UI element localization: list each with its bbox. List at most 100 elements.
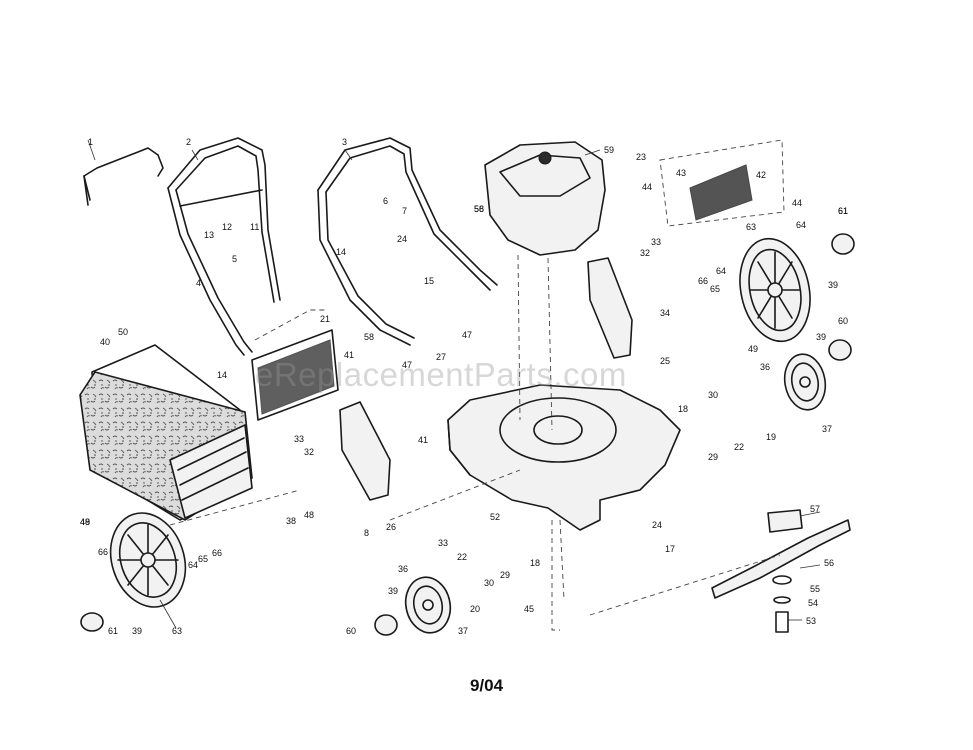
- callout-5: 5: [232, 254, 237, 264]
- rear-flap: [251, 329, 339, 421]
- blade-assembly: [711, 509, 851, 633]
- callout-17: 17: [665, 544, 675, 554]
- callout-64b: 64: [188, 560, 198, 570]
- control-bail: [83, 139, 164, 206]
- callout-27: 27: [436, 352, 446, 362]
- callout-18b: 18: [530, 558, 540, 568]
- callout-33b: 33: [294, 434, 304, 444]
- callout-63a: 63: [746, 222, 756, 232]
- callout-30b: 30: [484, 578, 494, 588]
- height-adjuster-rear: [339, 257, 633, 501]
- callout-32b: 32: [304, 447, 314, 457]
- callout-21: 21: [320, 314, 330, 324]
- callout-8: 8: [364, 528, 369, 538]
- date-code: 9/04: [469, 676, 504, 695]
- callout-66c: 66: [98, 547, 108, 557]
- callout-38: 38: [286, 516, 296, 526]
- callout-37a: 37: [822, 424, 832, 434]
- callout-49a: 49: [748, 344, 758, 354]
- upper-handle: [167, 137, 281, 356]
- callout-29a: 29: [708, 452, 718, 462]
- callout-24b: 24: [652, 520, 662, 530]
- callout-34: 34: [660, 308, 670, 318]
- callout-52: 52: [490, 512, 500, 522]
- callout-23: 23: [636, 152, 646, 162]
- callout-15: 15: [424, 276, 434, 286]
- callout-39c: 39: [132, 626, 142, 636]
- callout-39a: 39: [828, 280, 838, 290]
- callout-13: 13: [204, 230, 214, 240]
- callout-55: 55: [810, 584, 820, 594]
- callout-18a: 18: [678, 404, 688, 414]
- callout-30a: 30: [708, 390, 718, 400]
- callout-19: 19: [766, 432, 776, 442]
- front-right-wheel: [783, 339, 852, 411]
- callout-47b: 47: [402, 360, 412, 370]
- callout-48b: 48: [80, 517, 90, 527]
- callout-11: 11: [250, 222, 259, 232]
- callout-44a: 44: [642, 182, 652, 192]
- callout-33c: 33: [438, 538, 448, 548]
- callout-22b: 22: [457, 552, 467, 562]
- callout-58a: 58: [364, 332, 374, 342]
- mower-deck: [447, 384, 681, 531]
- callout-33a: 33: [651, 237, 661, 247]
- callout-60a: 60: [838, 316, 848, 326]
- callout-6: 6: [383, 196, 388, 206]
- callout-43: 43: [676, 168, 686, 178]
- callouts: 1 2 3 4 5 6 7 8 11 12 13 14 14 15 17 18 …: [80, 137, 848, 636]
- grass-bag: [79, 344, 253, 521]
- callout-61c: 61: [838, 206, 848, 216]
- callout-57: 57: [810, 504, 820, 514]
- callout-59: 59: [604, 145, 614, 155]
- callout-56b: 56: [474, 204, 484, 214]
- callout-64c: 64: [796, 220, 806, 230]
- callout-41b: 41: [418, 435, 428, 445]
- callout-53: 53: [806, 616, 816, 626]
- callout-63b: 63: [172, 626, 182, 636]
- callout-39d: 39: [388, 586, 398, 596]
- callout-50: 50: [118, 327, 128, 337]
- callout-41a: 41: [344, 350, 354, 360]
- callout-1: 1: [88, 137, 93, 147]
- callout-24a: 24: [397, 234, 407, 244]
- callout-4: 4: [196, 278, 201, 288]
- rear-right-wheel: [739, 233, 855, 343]
- callout-61a: 61: [838, 206, 848, 216]
- callout-20: 20: [470, 604, 480, 614]
- front-left-wheel: [374, 576, 452, 636]
- air-filter: [659, 139, 785, 227]
- callout-40: 40: [100, 337, 110, 347]
- callout-66b: 66: [212, 548, 222, 558]
- callout-66a: 66: [698, 276, 708, 286]
- callout-49b: 49: [80, 517, 90, 527]
- callout-65a: 65: [710, 284, 720, 294]
- reference-lines: [169, 254, 781, 631]
- callout-37b: 37: [458, 626, 468, 636]
- callout-54: 54: [808, 598, 818, 608]
- callout-61b: 61: [108, 626, 118, 636]
- callout-36a: 36: [760, 362, 770, 372]
- callout-36b: 36: [398, 564, 408, 574]
- callout-3: 3: [342, 137, 347, 147]
- callout-26: 26: [386, 522, 396, 532]
- callout-32a: 32: [640, 248, 650, 258]
- callout-2: 2: [186, 137, 191, 147]
- callout-42: 42: [756, 170, 766, 180]
- callout-44b: 44: [792, 198, 802, 208]
- callout-25: 25: [660, 356, 670, 366]
- callout-14b: 14: [336, 247, 346, 257]
- lower-handle: [317, 137, 498, 346]
- callout-65b: 65: [198, 554, 208, 564]
- callout-48a: 48: [304, 510, 314, 520]
- callout-47a: 47: [462, 330, 472, 340]
- callout-39b: 39: [816, 332, 826, 342]
- callout-29b: 29: [500, 570, 510, 580]
- callout-64a: 64: [716, 266, 726, 276]
- callout-58b: 58: [474, 204, 484, 214]
- callout-45: 45: [524, 604, 534, 614]
- leader-lines: [159, 149, 821, 629]
- callout-22a: 22: [734, 442, 744, 452]
- callout-7: 7: [402, 206, 407, 216]
